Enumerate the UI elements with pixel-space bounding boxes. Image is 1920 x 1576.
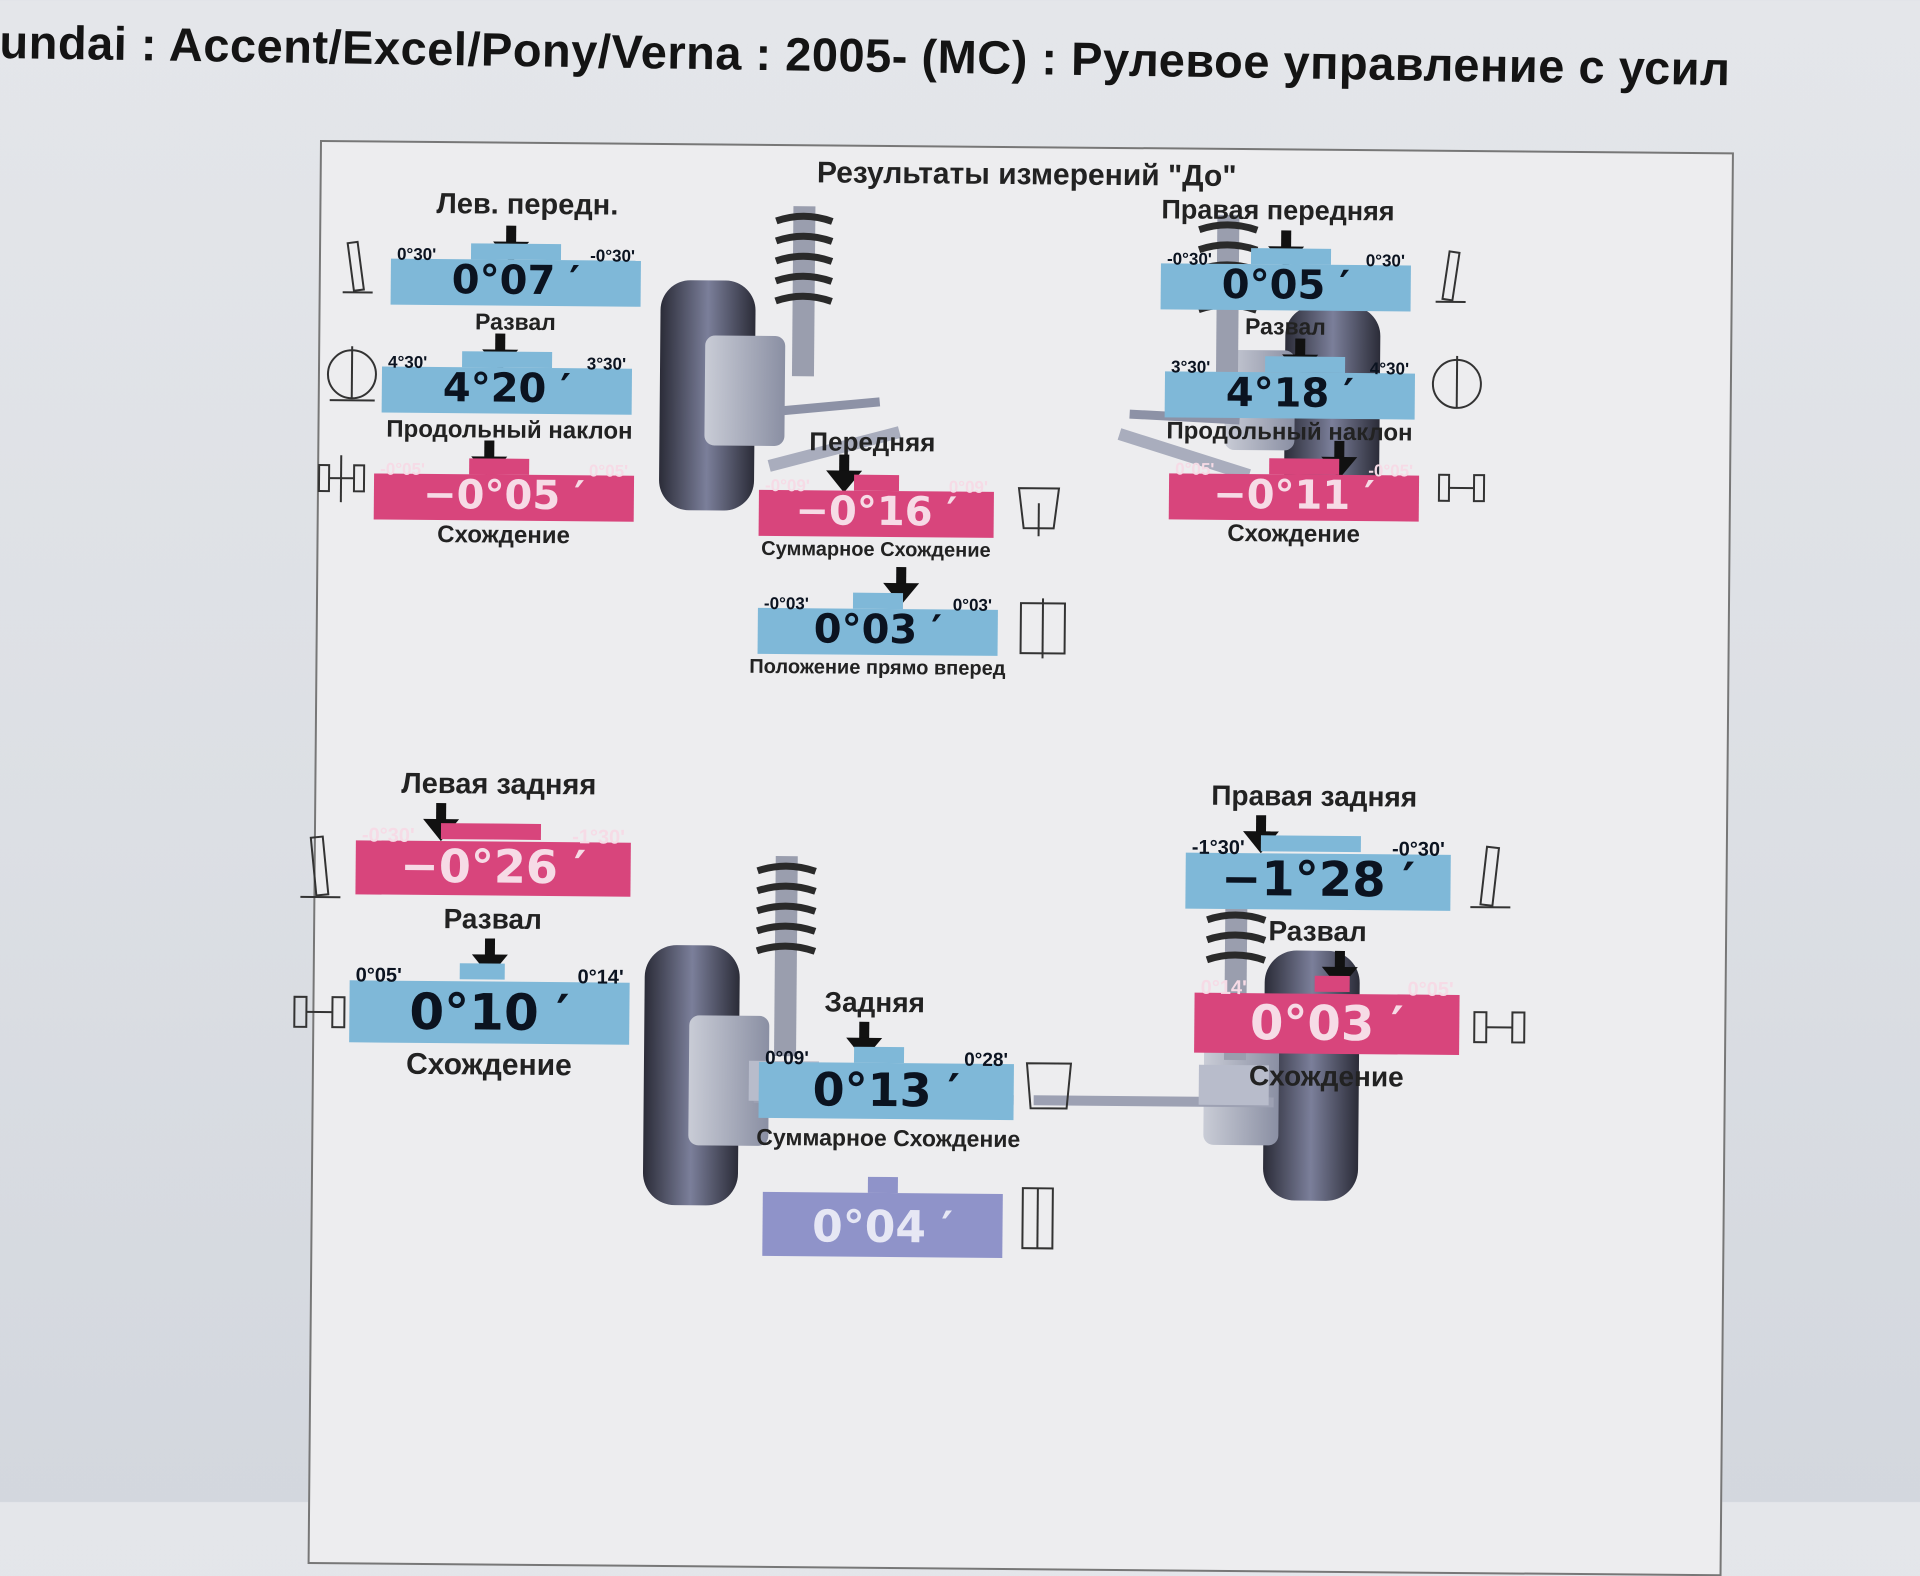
caster-icon (325, 342, 381, 402)
front-left-toe-gauge: -0°05' 0°05' −0°05 ′ (374, 457, 635, 521)
total-toe-icon (1009, 478, 1070, 539)
gauge-value: 4°18 ′ (1165, 369, 1415, 417)
front-right-toe-gauge: 0°05' -0°05' −0°11 ′ (1169, 457, 1420, 521)
camber-icon (1465, 842, 1516, 912)
toe-icon (1434, 457, 1490, 517)
measurement-sheet: Результаты измерений "До" (308, 140, 1734, 1576)
front-left-camber-gauge: 0°30' -0°30' 0°07 ′ (391, 243, 642, 307)
gauge-value: 0°10 ′ (349, 982, 629, 1042)
toe-icon (1469, 992, 1530, 1063)
gauge-value: −0°26 ′ (355, 838, 630, 894)
caster-icon (1430, 352, 1486, 412)
camber-icon (333, 237, 379, 297)
rear-left-toe-caption: Схождение (349, 1047, 629, 1083)
document-title: undai : Accent/Excel/Pony/Verna : 2005- … (0, 14, 1920, 108)
front-left-label: Лев. передн. (436, 188, 618, 223)
rear-right-toe-gauge: 0°14' 0°05' 0°03 ′ (1194, 975, 1460, 1055)
front-right-camber-gauge: -0°30' 0°30' 0°05 ′ (1161, 247, 1412, 311)
front-thrust-caption: Положение прямо вперед (737, 656, 1017, 681)
front-right-caster-caption: Продольный наклон (1149, 417, 1429, 447)
front-total-toe-gauge: -0°09' 0°09' −0°16 ′ (759, 474, 995, 538)
thrust-angle-icon (1012, 593, 1073, 664)
rear-right-camber-caption: Развал (1185, 915, 1450, 949)
front-total-label: Передняя (809, 426, 935, 458)
toe-icon (289, 977, 350, 1048)
gauge-value: −0°05 ′ (374, 471, 634, 519)
rear-right-camber-gauge: -1°30' -0°30' −1°28 ′ (1185, 835, 1451, 911)
total-toe-icon (1018, 1048, 1079, 1119)
rear-total-toe-caption: Суммарное Схождение (743, 1124, 1033, 1154)
camber-icon (1431, 247, 1477, 307)
front-left-camber-caption: Развал (390, 308, 640, 337)
gauge-value: 0°13 ′ (759, 1062, 1014, 1118)
thrust-angle-icon (1012, 1183, 1063, 1253)
rear-right-toe-caption: Схождение (1194, 1060, 1459, 1094)
front-left-caster-gauge: 4°30' 3°30' 4°20 ′ (382, 351, 633, 415)
rear-right-label: Правая задняя (1211, 780, 1417, 814)
gauge-value: −0°11 ′ (1169, 471, 1419, 519)
gauge-value: 0°07 ′ (391, 257, 641, 305)
rear-total-toe-gauge: 0°09' 0°28' 0°13 ′ (758, 1046, 1014, 1120)
toe-icon (314, 447, 370, 507)
rear-left-camber-caption: Развал (355, 902, 630, 936)
rear-total-label: Задняя (824, 986, 925, 1019)
front-total-toe-caption: Суммарное Схождение (738, 538, 1013, 563)
gauge-value: 0°05 ′ (1161, 261, 1411, 309)
rear-left-toe-gauge: 0°05' 0°14' 0°10 ′ (349, 962, 630, 1044)
front-thrust-gauge: -0°03' 0°03' 0°03 ′ (758, 592, 999, 656)
gauge-value: 4°20 ′ (382, 365, 632, 413)
rear-thrust-gauge: 0°04 ′ (762, 1176, 1003, 1258)
gauge-value: −0°16 ′ (759, 488, 994, 536)
gauge-value: −1°28 ′ (1185, 851, 1450, 909)
front-right-label: Правая передняя (1161, 194, 1394, 227)
camber-icon (295, 832, 346, 902)
front-right-toe-caption: Схождение (1168, 519, 1418, 549)
gauge-value: 0°03 ′ (758, 606, 998, 654)
gauge-value: 0°03 ′ (1194, 995, 1459, 1053)
front-right-camber-caption: Развал (1160, 312, 1410, 341)
rear-left-label: Левая задняя (401, 768, 596, 803)
front-right-caster-gauge: 3°30' 4°30' 4°18 ′ (1165, 355, 1416, 419)
front-left-caster-caption: Продольный наклон (369, 415, 649, 445)
rear-left-camber-gauge: -0°30' -1°30' −0°26 ′ (355, 822, 631, 896)
front-left-toe-caption: Схождение (373, 520, 633, 550)
gauge-value: 0°04 ′ (762, 1201, 1002, 1254)
